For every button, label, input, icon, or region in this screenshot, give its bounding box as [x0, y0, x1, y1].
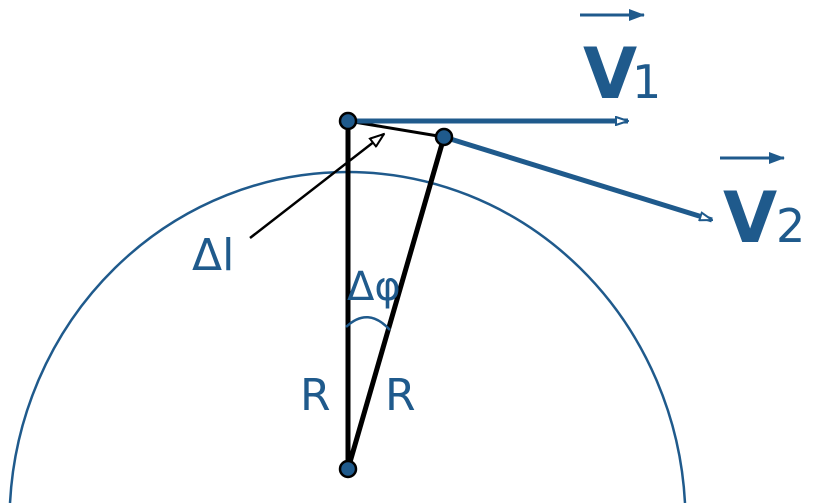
v1-label: V — [583, 33, 637, 115]
point-top — [338, 111, 358, 131]
delta-phi-label: Δφ — [347, 264, 401, 310]
chord-line — [347, 119, 445, 139]
radius-label-right: R — [385, 370, 416, 421]
delta-l-label: Δl — [192, 230, 234, 281]
v2-subscript: 2 — [776, 199, 805, 253]
radius-label-left: R — [300, 370, 331, 421]
point-center — [338, 459, 358, 479]
point-second — [434, 127, 454, 147]
v1-subscript: 1 — [632, 55, 661, 109]
delta-l-pointer — [249, 134, 384, 239]
velocity-vector-v2 — [443, 134, 712, 223]
angle-arc — [345, 316, 391, 331]
v2-label: V — [723, 177, 777, 259]
radius-line-slanted — [345, 136, 447, 470]
